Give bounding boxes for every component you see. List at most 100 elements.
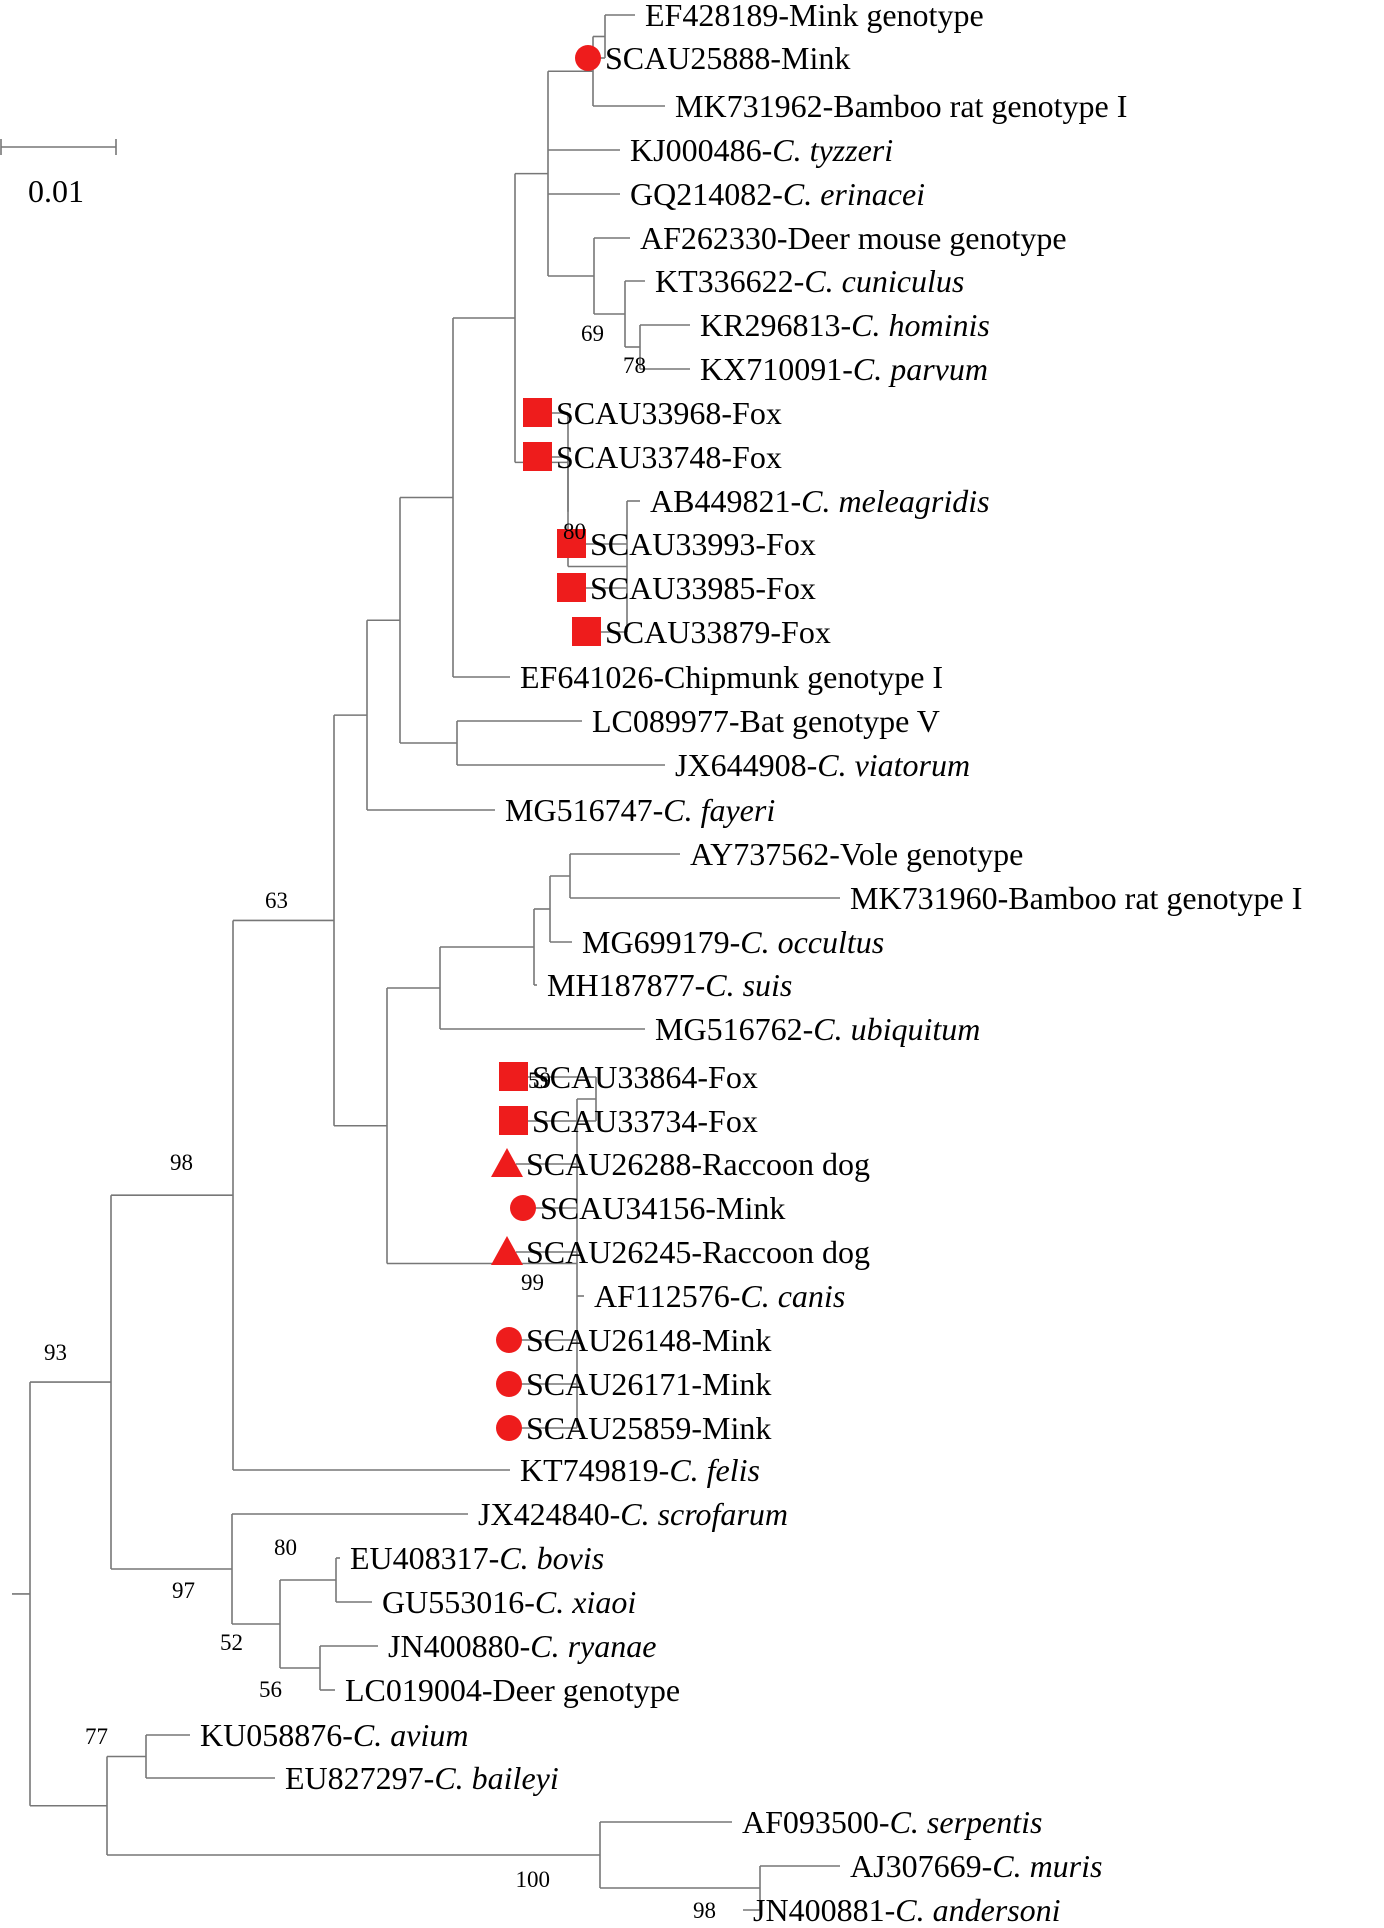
- species-text: C. avium: [353, 1717, 469, 1753]
- accession-text: KT336622-: [655, 263, 804, 299]
- taxon-label: KJ000486-C. tyzzeri: [630, 132, 893, 168]
- accession-text: MK731960-: [850, 880, 1008, 916]
- bootstrap-value: 80: [563, 519, 586, 544]
- accession-text: AF262330-: [640, 220, 788, 256]
- species-text: C. bovis: [499, 1540, 604, 1576]
- mink-circle-icon: [496, 1327, 522, 1353]
- taxon-name: AF112576-C. canis: [594, 1278, 845, 1314]
- fox-square-icon: [523, 442, 552, 471]
- taxon-label: SCAU25859-Mink: [496, 1410, 771, 1446]
- accession-text: GU553016-: [382, 1584, 535, 1620]
- tip-labels: EF428189-Mink genotypeSCAU25888-MinkMK73…: [200, 0, 1302, 1928]
- species-text: C. andersoni: [895, 1892, 1060, 1928]
- taxon-label: KR296813-C. hominis: [700, 307, 990, 343]
- accession-text: MG699179-: [582, 924, 740, 960]
- taxon-name: SCAU34156-Mink: [540, 1190, 785, 1226]
- scale-bar-label: 0.01: [28, 173, 84, 209]
- taxon-name: JN400880-C. ryanae: [388, 1628, 656, 1664]
- species-text: C. viatorum: [817, 747, 970, 783]
- taxon-label: SCAU33734-Fox: [499, 1103, 758, 1139]
- host-text: Deer mouse genotype: [788, 220, 1067, 256]
- accession-text: SCAU33993-: [590, 526, 766, 562]
- accession-text: SCAU33985-: [590, 570, 766, 606]
- accession-text: EF641026-: [520, 659, 664, 695]
- taxon-label: EF428189-Mink genotype: [645, 0, 984, 33]
- taxon-name: SCAU26148-Mink: [526, 1322, 771, 1358]
- taxon-name: KT336622-C. cuniculus: [655, 263, 964, 299]
- taxon-name: AJ307669-C. muris: [850, 1848, 1102, 1884]
- taxon-label: SCAU26171-Mink: [496, 1366, 771, 1402]
- taxon-name: EU408317-C. bovis: [350, 1540, 604, 1576]
- mink-circle-icon: [575, 45, 601, 71]
- fox-square-icon: [523, 398, 552, 427]
- accession-text: SCAU25888-: [605, 40, 781, 76]
- fox-square-icon: [499, 1106, 528, 1135]
- taxon-label: AJ307669-C. muris: [850, 1848, 1102, 1884]
- accession-text: SCAU34156-: [540, 1190, 716, 1226]
- bootstrap-value: 52: [220, 1630, 243, 1655]
- taxon-label: EF641026-Chipmunk genotype I: [520, 659, 943, 695]
- accession-text: SCAU33968-: [556, 395, 732, 431]
- taxon-name: MK731962-Bamboo rat genotype I: [675, 88, 1127, 124]
- host-text: Mink: [702, 1366, 771, 1402]
- taxon-name: EU827297-C. baileyi: [285, 1760, 559, 1796]
- taxon-name: KJ000486-C. tyzzeri: [630, 132, 893, 168]
- taxon-label: MK731962-Bamboo rat genotype I: [675, 88, 1127, 124]
- taxon-name: KX710091-C. parvum: [700, 351, 988, 387]
- taxon-label: MG516747-C. fayeri: [505, 792, 775, 828]
- fox-square-icon: [499, 1062, 528, 1091]
- taxon-label: SCAU26245-Raccoon dog: [491, 1234, 870, 1270]
- taxon-label: SCAU33968-Fox: [523, 395, 782, 431]
- bootstrap-value: 98: [693, 1898, 716, 1923]
- taxon-label: KU058876-C. avium: [200, 1717, 468, 1753]
- taxon-name: JX644908-C. viatorum: [675, 747, 970, 783]
- taxon-name: MG699179-C. occultus: [582, 924, 884, 960]
- accession-text: AB449821-: [650, 483, 801, 519]
- accession-text: KR296813-: [700, 307, 851, 343]
- host-text: Mink: [781, 40, 850, 76]
- taxon-label: MG516762-C. ubiquitum: [655, 1011, 980, 1047]
- taxon-name: SCAU33879-Fox: [605, 614, 831, 650]
- taxon-name: JN400881-C. andersoni: [753, 1892, 1061, 1928]
- species-text: C. occultus: [740, 924, 884, 960]
- taxon-name: AY737562-Vole genotype: [690, 836, 1023, 872]
- accession-text: JN400880-: [388, 1628, 530, 1664]
- host-text: Fox: [708, 1059, 758, 1095]
- taxon-label: MK731960-Bamboo rat genotype I: [850, 880, 1302, 916]
- bootstrap-value: 99: [521, 1270, 544, 1295]
- taxon-label: GU553016-C. xiaoi: [382, 1584, 636, 1620]
- taxon-name: MK731960-Bamboo rat genotype I: [850, 880, 1302, 916]
- bootstrap-value: 80: [274, 1535, 297, 1560]
- taxon-name: SCAU25888-Mink: [605, 40, 850, 76]
- taxon-label: AY737562-Vole genotype: [690, 836, 1023, 872]
- accession-text: KT749819-: [520, 1452, 669, 1488]
- taxon-name: AB449821-C. meleagridis: [650, 483, 990, 519]
- taxon-name: SCAU33985-Fox: [590, 570, 816, 606]
- host-text: Vole genotype: [840, 836, 1023, 872]
- host-text: Mink genotype: [789, 0, 984, 33]
- scale-bar: 0.01: [0, 139, 117, 209]
- host-text: Fox: [781, 614, 831, 650]
- host-text: Raccoon dog: [702, 1146, 870, 1182]
- taxon-name: SCAU33968-Fox: [556, 395, 782, 431]
- accession-text: SCAU33734-: [532, 1103, 708, 1139]
- host-text: Raccoon dog: [702, 1234, 870, 1270]
- bootstrap-value: 98: [170, 1150, 193, 1175]
- accession-text: KJ000486-: [630, 132, 772, 168]
- host-text: Deer genotype: [493, 1672, 680, 1708]
- species-text: C. tyzzeri: [772, 132, 893, 168]
- mink-circle-icon: [496, 1371, 522, 1397]
- taxon-label: KX710091-C. parvum: [700, 351, 988, 387]
- accession-text: SCAU26288-: [526, 1146, 702, 1182]
- taxon-label: MG699179-C. occultus: [582, 924, 884, 960]
- raccoon-dog-triangle-icon: [491, 1236, 523, 1265]
- species-text: C. scrofarum: [620, 1496, 788, 1532]
- taxon-label: AB449821-C. meleagridis: [650, 483, 990, 519]
- taxon-label: SCAU33985-Fox: [557, 570, 816, 606]
- species-text: C. hominis: [851, 307, 990, 343]
- taxon-label: AF093500-C. serpentis: [742, 1804, 1042, 1840]
- taxon-label: JN400881-C. andersoni: [753, 1892, 1061, 1928]
- taxon-name: EF641026-Chipmunk genotype I: [520, 659, 943, 695]
- bootstrap-value: 56: [259, 1677, 282, 1702]
- taxon-name: EF428189-Mink genotype: [645, 0, 984, 33]
